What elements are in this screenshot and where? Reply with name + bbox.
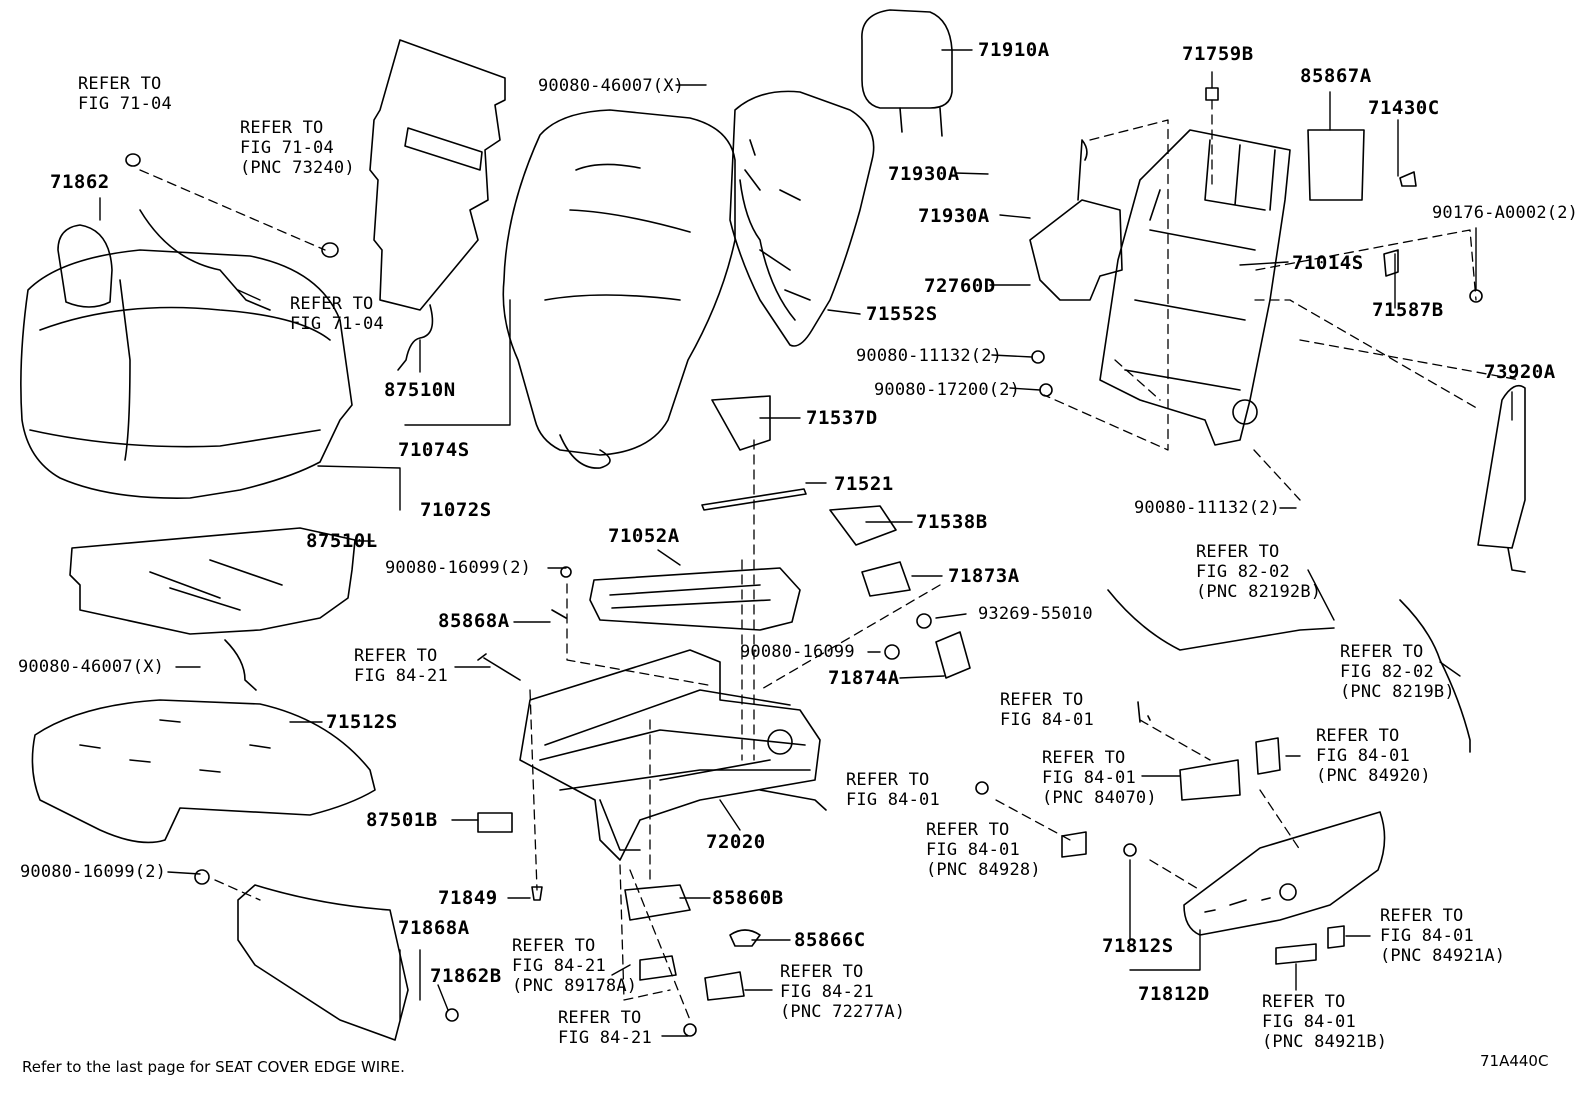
part-71759B[interactable]: 71759B: [1182, 43, 1254, 65]
back-board-drawing: [1477, 384, 1526, 573]
part-71862B[interactable]: 71862B: [430, 965, 502, 987]
refer-note-3[interactable]: REFER TO FIG 71-04: [290, 294, 384, 334]
part-87501B[interactable]: 87501B: [366, 809, 438, 831]
cushion-cover-drawing: [20, 249, 353, 499]
part-87510N[interactable]: 87510N: [384, 379, 456, 401]
refer-note-7[interactable]: REFER TO FIG 84-01: [1000, 690, 1094, 730]
recliner-drawing: [1029, 139, 1161, 301]
part-90176-A0002[interactable]: 90176-A0002(2): [1432, 203, 1579, 223]
back-heater-drawing: [369, 39, 506, 371]
part-72760D[interactable]: 72760D: [924, 275, 996, 297]
part-90080-46007-mid[interactable]: 90080-46007(X): [18, 657, 165, 677]
part-71537D[interactable]: 71537D: [806, 407, 878, 429]
part-71910A[interactable]: 71910A: [978, 39, 1050, 61]
part-71052A[interactable]: 71052A: [608, 525, 680, 547]
refer-note-6[interactable]: REFER TO FIG 84-21: [354, 646, 448, 686]
part-90080-11132-a[interactable]: 90080-11132(2): [856, 346, 1003, 366]
seat-pan-drawing: [589, 567, 801, 631]
figure-code: 71A440C: [1480, 1052, 1549, 1070]
refer-note-1[interactable]: REFER TO FIG 71-04: [78, 74, 172, 114]
part-71552S[interactable]: 71552S: [866, 303, 938, 325]
part-71538B[interactable]: 71538B: [916, 511, 988, 533]
part-90080-17200[interactable]: 90080-17200(2): [874, 380, 1021, 400]
part-90080-11132-b[interactable]: 90080-11132(2): [1134, 498, 1281, 518]
part-71849[interactable]: 71849: [438, 887, 498, 909]
part-72020[interactable]: 72020: [706, 831, 766, 853]
seatback-pad-drawing: [729, 90, 875, 347]
part-71512S[interactable]: 71512S: [326, 711, 398, 733]
part-71521[interactable]: 71521: [834, 473, 894, 495]
front-cover-drawing: [237, 884, 409, 1041]
cushion-pad-drawing: [31, 699, 376, 844]
part-90080-16099-2a[interactable]: 90080-16099(2): [385, 558, 532, 578]
seatback-frame-drawing: [1099, 129, 1291, 446]
refer-note-9[interactable]: REFER TO FIG 84-01 (PNC 84920): [1316, 726, 1431, 786]
part-90080-16099[interactable]: 90080-16099: [740, 642, 855, 662]
refer-note-12[interactable]: REFER TO FIG 84-01 (PNC 84921A): [1380, 906, 1506, 966]
part-71930A-2[interactable]: 71930A: [918, 205, 990, 227]
part-71812D[interactable]: 71812D: [1138, 983, 1210, 1005]
part-71873A[interactable]: 71873A: [948, 565, 1020, 587]
part-71072S[interactable]: 71072S: [420, 499, 492, 521]
refer-note-11[interactable]: REFER TO FIG 84-01 (PNC 84928): [926, 820, 1041, 880]
part-71587B[interactable]: 71587B: [1372, 299, 1444, 321]
wire-harness-drawing: [139, 209, 1471, 753]
refer-note-8[interactable]: REFER TO FIG 84-01 (PNC 84070): [1042, 748, 1157, 808]
part-90080-16099-2b[interactable]: 90080-16099(2): [20, 862, 167, 882]
part-90080-46007-top[interactable]: 90080-46007(X): [538, 76, 685, 96]
part-87510L[interactable]: 87510L: [306, 530, 378, 552]
cushion-heater-drawing: [69, 527, 356, 691]
part-85860B[interactable]: 85860B: [712, 887, 784, 909]
refer-note-5[interactable]: REFER TO FIG 82-02 (PNC 8219B): [1340, 642, 1455, 702]
refer-note-2[interactable]: REFER TO FIG 71-04 (PNC 73240): [240, 118, 355, 178]
side-shield-drawing: [1183, 811, 1386, 936]
part-93269-55010[interactable]: 93269-55010: [978, 604, 1093, 624]
part-71812S[interactable]: 71812S: [1102, 935, 1174, 957]
refer-note-14[interactable]: REFER TO FIG 84-21 (PNC 72277A): [780, 962, 906, 1022]
part-85868A[interactable]: 85868A: [438, 610, 510, 632]
part-71014S[interactable]: 71014S: [1292, 252, 1364, 274]
part-71868A[interactable]: 71868A: [398, 917, 470, 939]
refer-note-16[interactable]: REFER TO FIG 84-01 (PNC 84921B): [1262, 992, 1388, 1052]
part-71874A[interactable]: 71874A: [828, 667, 900, 689]
part-85866C[interactable]: 85866C: [794, 929, 866, 951]
refer-note-15[interactable]: REFER TO FIG 84-21: [558, 1008, 652, 1048]
refer-note-4[interactable]: REFER TO FIG 82-02 (PNC 82192B): [1196, 542, 1322, 602]
part-73920A[interactable]: 73920A: [1484, 361, 1556, 383]
leader-lines: [99, 49, 1513, 1037]
side-airbag-drawing: [57, 224, 113, 308]
refer-note-13[interactable]: REFER TO FIG 84-21 (PNC 89178A): [512, 936, 638, 996]
part-71074S[interactable]: 71074S: [398, 439, 470, 461]
footer-note: Refer to the last page for SEAT COVER ED…: [22, 1058, 405, 1076]
part-71862[interactable]: 71862: [50, 171, 110, 193]
part-71430C[interactable]: 71430C: [1368, 97, 1440, 119]
part-71930A-1[interactable]: 71930A: [888, 163, 960, 185]
fastener-drawings: [125, 87, 1483, 1037]
part-85867A[interactable]: 85867A: [1300, 65, 1372, 87]
phantom-lines: [139, 99, 1521, 1021]
seat-adjuster-drawing: [519, 649, 827, 861]
headrest-drawing: [861, 9, 953, 137]
seatback-cover-drawing: [502, 109, 736, 469]
refer-note-10[interactable]: REFER TO FIG 84-01: [846, 770, 940, 810]
